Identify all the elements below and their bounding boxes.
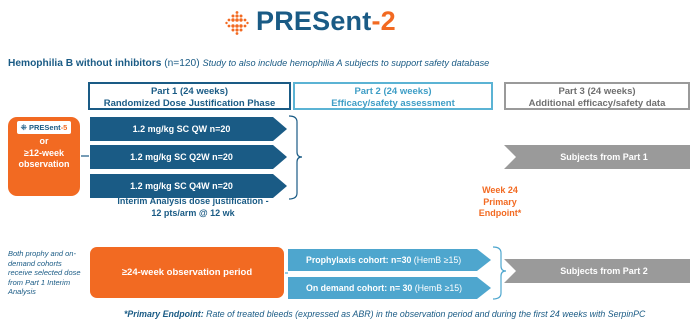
part2-subtitle: Efficacy/safety assessment (331, 98, 455, 109)
footnote-text: Rate of treated bleeds (expressed as ABR… (203, 309, 646, 319)
arm-q2w: 1.2 mg/kg SC Q2W n=20 (90, 145, 287, 169)
badge-main: PRESent (29, 123, 61, 132)
part2-title: Part 2 (24 weeks) (354, 86, 432, 97)
subjects-from-part1: Subjects from Part 1 (504, 145, 690, 169)
part3-subtitle: Additional efficacy/safety data (528, 98, 666, 109)
entry-text: or ≥12-week observation (8, 136, 80, 171)
present5-badge: ⁜ PRESent-5 (17, 121, 71, 134)
arm-q4w: 1.2 mg/kg SC Q4W n=20 (90, 174, 287, 198)
part1-title: Part 1 (24 weeks) (150, 86, 229, 97)
footnote-label: *Primary Endpoint: (124, 309, 204, 319)
cohort1-name: Prophylaxis cohort: n=30 (306, 255, 412, 265)
population-heading: Hemophilia B without inhibitors (8, 58, 162, 69)
endpoint-line1: Week 24 (482, 185, 518, 195)
interim-analysis-text: Interim Analysis dose justification - 12… (90, 196, 296, 219)
observation-period-box: ≥24-week observation period (90, 247, 284, 298)
logo-icon (225, 11, 249, 35)
primary-endpoint-label: Week 24 Primary Endpoint* (464, 185, 536, 220)
footnote: *Primary Endpoint: Rate of treated bleed… (124, 309, 645, 319)
badge-accent: -5 (60, 123, 68, 132)
part2-header: Part 2 (24 weeks) Efficacy/safety assess… (293, 82, 493, 110)
entry-line2: ≥12-week (24, 147, 64, 158)
part3-header: Part 3 (24 weeks) Additional efficacy/sa… (504, 82, 690, 110)
part1-header: Part 1 (24 weeks) Randomized Dose Justif… (88, 82, 291, 110)
interim-line1: Interim Analysis dose justification - (117, 196, 269, 206)
page-title: PRESent-2 (256, 6, 396, 37)
prophylaxis-cohort: Prophylaxis cohort: n=30 (HemB ≥15) (288, 249, 491, 271)
arms-brace (288, 115, 303, 200)
endpoint-line2: Primary (483, 196, 517, 207)
entry-line3: observation (18, 159, 70, 169)
interim-line2: 12 pts/arm @ 12 wk (151, 207, 235, 218)
population-line: Hemophilia B without inhibitors (n=120) … (8, 58, 489, 69)
entry-line1: or (39, 136, 49, 146)
part3-title: Part 3 (24 weeks) (558, 86, 636, 97)
subjects-from-part2: Subjects from Part 2 (504, 259, 690, 283)
endpoint-line3: Endpoint* (478, 208, 522, 218)
title-main: PRESent (256, 6, 372, 36)
cohort1-detail: (HemB ≥15) (411, 255, 462, 265)
population-count: (n=120) (161, 58, 203, 69)
part1-subtitle: Randomized Dose Justification Phase (103, 98, 276, 109)
on-demand-cohort: On demand cohort: n= 30 (HemB ≥15) (288, 277, 491, 299)
cohorts-brace (492, 246, 507, 300)
cohort-note: Both prophy and on-demand cohorts receiv… (8, 249, 81, 297)
present5-logo-icon: ⁜ (20, 123, 29, 132)
cohort2-name: On demand cohort: n= 30 (306, 283, 413, 293)
population-note: Study to also include hemophilia A subje… (202, 58, 490, 68)
title-accent: -2 (371, 6, 396, 36)
arm-qw: 1.2 mg/kg SC QW n=20 (90, 117, 287, 141)
cohort2-detail: (HemB ≥15) (412, 283, 463, 293)
